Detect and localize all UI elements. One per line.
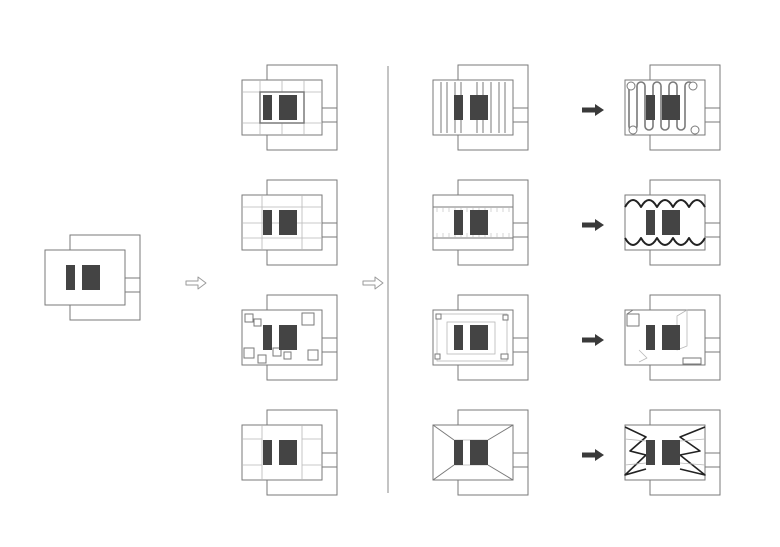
- scattered-square: [301, 312, 315, 326]
- partition-line: [679, 438, 706, 442]
- corner-room: [434, 353, 441, 360]
- stage-block-left: [646, 210, 655, 235]
- entrance: [321, 452, 338, 468]
- scattered-square: [244, 313, 254, 323]
- column-results: [624, 64, 721, 496]
- entrance: [321, 107, 338, 123]
- arrow-row-2: [582, 219, 604, 231]
- entrance: [124, 277, 141, 293]
- inner-room: [436, 313, 508, 362]
- entrance: [512, 452, 529, 468]
- stage-block-right: [662, 440, 680, 465]
- stage-block-right: [470, 95, 488, 120]
- stage-block-right: [279, 325, 297, 350]
- corner-room: [502, 314, 509, 321]
- stage-block-right: [279, 210, 297, 235]
- stage-block-right: [470, 210, 488, 235]
- entrance: [704, 107, 721, 123]
- serpentine-route: [628, 81, 694, 131]
- stage-block-left: [454, 95, 463, 120]
- plan-horizontal-bands: [432, 179, 529, 266]
- zigzag-left: [624, 426, 647, 476]
- corner-room: [435, 313, 442, 320]
- corner-room: [500, 353, 509, 360]
- entrance: [321, 337, 338, 353]
- entrance: [321, 222, 338, 238]
- entrance: [704, 337, 721, 353]
- stage-block-left: [454, 210, 463, 235]
- stage-block-right: [470, 325, 488, 350]
- partition-line: [624, 438, 647, 442]
- entrance: [704, 222, 721, 238]
- inner-frame: [259, 91, 305, 124]
- scattered-square: [253, 318, 262, 327]
- plan-side-strips: [241, 409, 338, 496]
- node-circle: [688, 81, 698, 91]
- stage-block-left: [454, 440, 463, 465]
- diagonal: [432, 424, 455, 441]
- scattered-square: [307, 349, 319, 361]
- arrow-row-4: [582, 449, 604, 461]
- partition-line: [624, 462, 647, 466]
- stage-block-left: [66, 265, 75, 290]
- entrance: [512, 222, 529, 238]
- wave-bottom: [624, 237, 706, 246]
- stage-block-right: [279, 440, 297, 465]
- stage-block-right: [279, 95, 297, 120]
- entrance: [512, 107, 529, 123]
- plan-scattered-squares: [241, 294, 338, 381]
- column-strategies: [432, 64, 529, 496]
- stage-block-right: [82, 265, 100, 290]
- plan-offset-rooms: [432, 294, 529, 381]
- entrance: [704, 452, 721, 468]
- stage-block-right: [470, 440, 488, 465]
- stage-block-right: [662, 325, 680, 350]
- stage-block-left: [646, 440, 655, 465]
- plan-diagonal-corners: [432, 409, 529, 496]
- node-circle: [690, 125, 700, 135]
- column-partition-options: [241, 64, 338, 496]
- entrance: [512, 337, 529, 353]
- stage-block-left: [263, 325, 272, 350]
- partition-line: [679, 462, 706, 466]
- arrow-options-to-strategies: [362, 276, 384, 290]
- stage-block-left: [263, 440, 272, 465]
- scattered-square: [283, 351, 292, 360]
- plan-serpentine-path: [624, 64, 721, 151]
- scattered-square: [272, 347, 282, 357]
- stage-block-left: [263, 95, 272, 120]
- node-circle: [628, 125, 638, 135]
- stage-block-left: [454, 325, 463, 350]
- bench-volume: [682, 357, 702, 365]
- diagonal: [487, 464, 514, 481]
- plan-cross-grid: [241, 179, 338, 266]
- mid-room: [446, 321, 496, 355]
- plan-wave-corridor: [624, 179, 721, 266]
- scattered-square: [243, 347, 255, 359]
- plan-perimeter-grid: [241, 64, 338, 151]
- cube-volume: [626, 309, 640, 327]
- arrow-row-1: [582, 104, 604, 116]
- arrow-base-to-options: [185, 276, 207, 290]
- ramp: [638, 349, 648, 363]
- diagonal: [487, 424, 514, 441]
- stage-block-left: [263, 210, 272, 235]
- stage-block-left: [646, 325, 655, 350]
- wave-top: [624, 199, 706, 208]
- stage-block-left: [646, 95, 655, 120]
- arrow-row-3: [582, 334, 604, 346]
- diagonal: [432, 464, 455, 481]
- plan-vertical-lines: [432, 64, 529, 151]
- zigzag-right: [679, 426, 706, 476]
- node-circle: [626, 81, 636, 91]
- base-plan: [44, 234, 141, 321]
- scattered-square: [257, 354, 267, 364]
- stage-block-right: [662, 210, 680, 235]
- stage-block-right: [662, 95, 680, 120]
- plan-extruded-volumes: [624, 294, 721, 381]
- plan-zigzag-faceted: [624, 409, 721, 496]
